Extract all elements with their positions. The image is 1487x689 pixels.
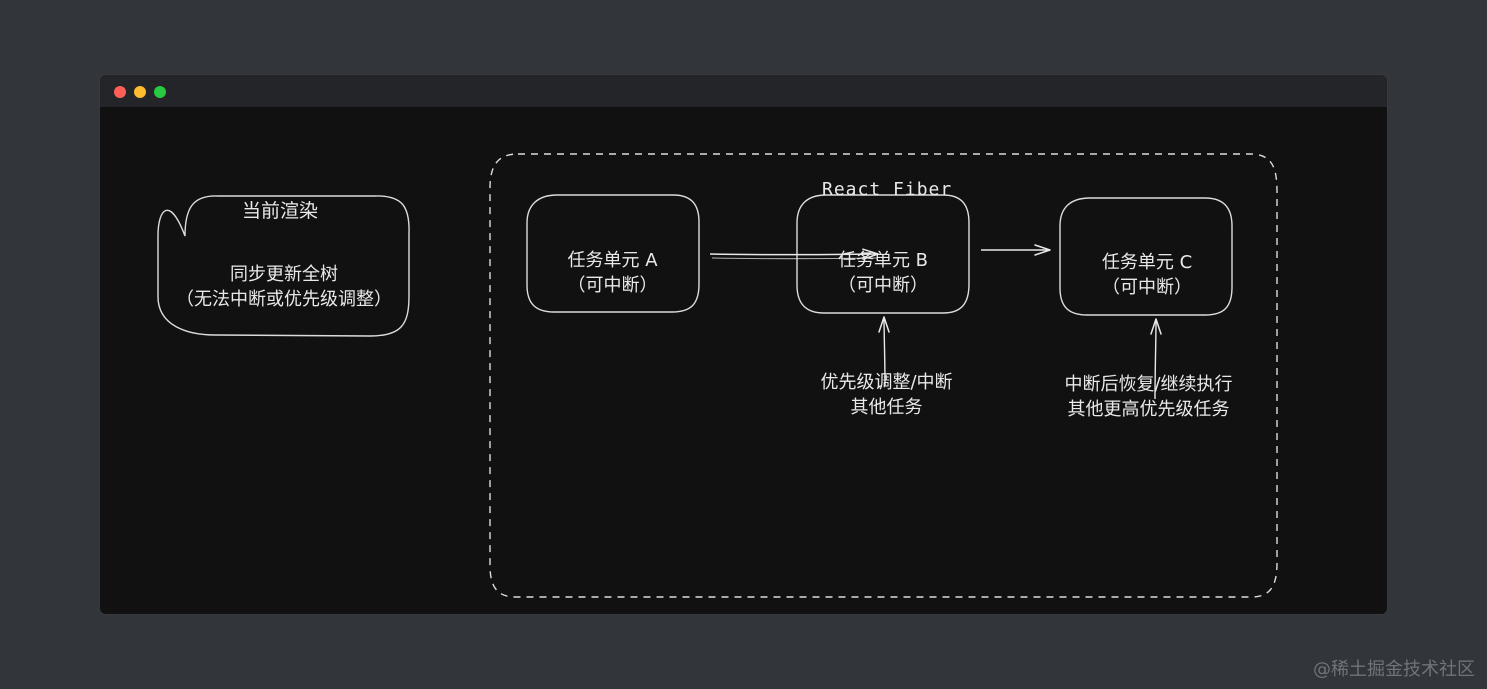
react-fiber-container [489,153,1278,598]
task-c-box [1059,197,1233,316]
arrow-note-to-c [1150,318,1162,400]
current-render-box-label-line1: 同步更新全树 [230,264,338,285]
task-c-note-line2: 其他更高优先级任务 [1067,399,1230,420]
arrow-note-to-b [878,316,890,387]
task-c-label-line1: 任务单元 C [1101,252,1193,273]
task-a-box [526,194,700,313]
maximize-window-button[interactable] [154,86,166,98]
site-watermark: @稀土掘金技术社区 [1313,659,1475,680]
diagram-canvas: 当前渲染 同步更新全树 （无法中断或优先级调整） React Fiber 任务单… [100,107,1387,614]
task-b-label-line1: 任务单元 B [837,250,929,271]
task-a-label-line1: 任务单元 A [567,250,658,271]
task-b-note-line2: 其他任务 [850,397,923,418]
arrow-a-to-b [709,248,879,260]
current-render-box-label-line2: （无法中断或优先级调整） [176,289,392,310]
task-b-note-line1: 优先级调整/中断 [820,372,953,393]
close-window-button[interactable] [114,86,126,98]
task-c-label-line2: （可中断） [1102,277,1192,298]
window-titlebar [100,75,1387,107]
current-render-title: 当前渲染 [241,200,318,222]
arrow-a-to-b-sketch [711,257,879,260]
task-a-label-line2: （可中断） [567,275,658,296]
task-c-note-line1: 中断后恢复/继续执行 [1064,374,1233,395]
diagram-drawing [157,153,1278,598]
current-render-box [157,195,410,337]
react-fiber-title: React Fiber [822,179,953,200]
diagram-window: 当前渲染 同步更新全树 （无法中断或优先级调整） React Fiber 任务单… [100,75,1387,614]
task-b-label-line2: （可中断） [838,275,928,296]
minimize-window-button[interactable] [134,86,146,98]
task-b-box [796,194,970,314]
